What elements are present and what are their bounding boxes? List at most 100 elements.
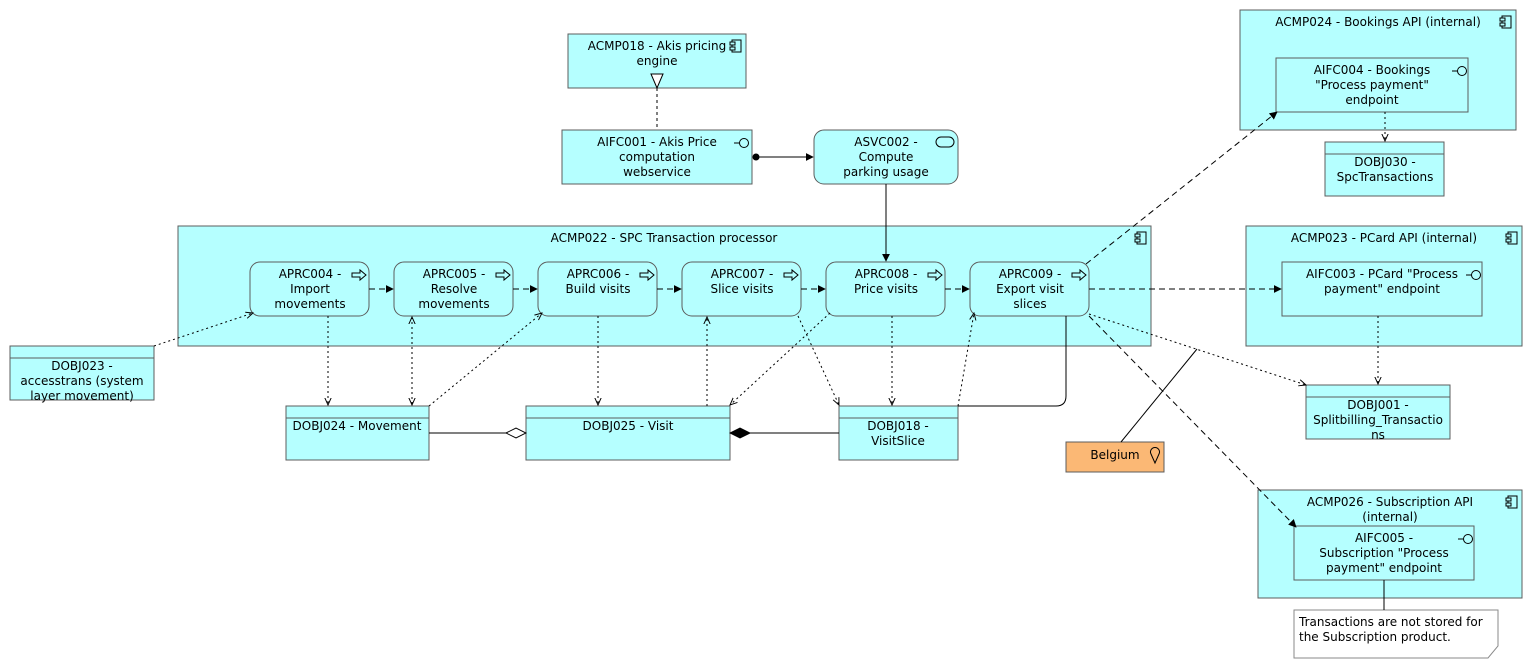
label-belgium: Belgium [1090,448,1139,462]
label-line: DOBJ030 - [1354,155,1416,169]
label-dobj030: DOBJ030 -SpcTransactions [1337,155,1434,184]
label-line: DOBJ024 - Movement [293,419,422,433]
edge-access-aprc007-dobj018 [797,315,839,405]
component-icon [1134,231,1147,245]
node-dobj023[interactable] [9,345,155,401]
label-line: Transactions are not stored for [1298,615,1483,629]
node-dobj030[interactable] [1324,141,1445,197]
label-aifc004: AIFC004 - Bookings"Process payment"endpo… [1314,63,1431,107]
nodes-layer [9,9,1523,659]
label-dobj018: DOBJ018 -VisitSlice [867,419,929,448]
node-dobj018[interactable] [838,405,959,461]
edge-access-dobj023-aprc004 [153,313,253,347]
label-line: "Process payment" [1315,78,1429,92]
label-line: VisitSlice [871,434,925,448]
node-belgium[interactable] [1065,441,1165,473]
label-line: movements [274,297,345,311]
label-line: AIFC001 - Akis Price [597,135,717,149]
label-line: Splitbilling_Transactio [1313,413,1443,427]
label-line: ns [1371,428,1385,442]
label-line: APRC004 - [279,267,342,281]
process-arrow-icon [927,268,943,282]
label-acmp023: ACMP023 - PCard API (internal) [1291,231,1477,245]
label-acmp022: ACMP022 - SPC Transaction processor [551,231,778,245]
label-line: ACMP022 - SPC Transaction processor [551,231,778,245]
label-line: Belgium [1090,448,1139,462]
component-icon [1505,231,1518,245]
label-line: payment" endpoint [1324,282,1440,296]
label-line: DOBJ023 - [51,359,113,373]
label-line: the Subscription product. [1299,630,1451,644]
label-line: webservice [623,165,691,179]
interface-icon [1452,66,1467,76]
edge-access-aprc009-dobj001 [1088,313,1306,385]
node-aifc003[interactable] [1281,261,1483,317]
node-aifc004[interactable] [1275,57,1469,113]
label-line: payment" endpoint [1326,561,1442,575]
label-line: ACMP023 - PCard API (internal) [1291,231,1477,245]
label-line: Subscription "Process [1319,546,1448,560]
process-arrow-icon [1071,268,1087,282]
label-line: APRC005 - [423,267,486,281]
label-line: endpoint [1345,93,1399,107]
label-aprc007: APRC007 -Slice visits [710,267,773,296]
label-line: layer movement) [30,389,134,403]
edge-association-belgium-acmp022 [1120,348,1198,443]
label-line: APRC007 - [711,267,774,281]
edges-layer [153,88,1385,610]
label-line: APRC008 - [855,267,918,281]
service-icon [935,136,955,148]
label-line: Build visits [566,282,631,296]
label-line: APRC006 - [567,267,630,281]
label-aprc008: APRC008 -Price visits [854,267,918,296]
label-line: APRC009 - [999,267,1062,281]
node-dobj025[interactable] [525,405,731,461]
interface-icon [734,138,749,148]
node-dobj024[interactable] [285,405,430,461]
interface-icon [1458,534,1473,544]
node-aifc001[interactable] [561,129,753,185]
label-line: Import [290,282,330,296]
label-line: AIFC003 - PCard "Process [1306,267,1458,281]
label-dobj024: DOBJ024 - Movement [293,419,422,433]
icons-layer [351,15,1518,544]
label-line: ACMP018 - Akis pricing [588,39,726,53]
label-line: ASVC002 - [854,135,917,149]
label-line: computation [619,150,695,164]
label-acmp024: ACMP024 - Bookings API (internal) [1275,15,1481,29]
label-line: ACMP024 - Bookings API (internal) [1275,15,1481,29]
label-line: (internal) [1362,510,1417,524]
node-dobj001[interactable] [1305,384,1451,440]
edge-flow-aprc009-aifc004 [1085,111,1278,265]
component-icon [1499,15,1512,29]
label-line: SpcTransactions [1337,170,1434,184]
label-line: DOBJ001 - [1347,398,1409,412]
label-line: Slice visits [710,282,773,296]
edge-flow-aprc009-aifc005 [1088,315,1297,528]
location-pin-icon [1150,447,1160,465]
label-line: movements [418,297,489,311]
label-line: Compute [859,150,914,164]
label-line: AIFC004 - Bookings [1314,63,1431,77]
label-line: DOBJ025 - Visit [583,419,674,433]
edge-access-dobj024-aprc006 [428,313,542,407]
interface-icon [1466,270,1481,280]
node-aifc005[interactable] [1293,525,1475,581]
label-line: DOBJ018 - [867,419,929,433]
label-line: slices [1013,297,1046,311]
component-icon [729,39,742,53]
node-note1[interactable] [1293,609,1499,659]
label-line: accesstrans (system [20,374,143,388]
label-line: Price visits [854,282,918,296]
process-arrow-icon [639,268,655,282]
